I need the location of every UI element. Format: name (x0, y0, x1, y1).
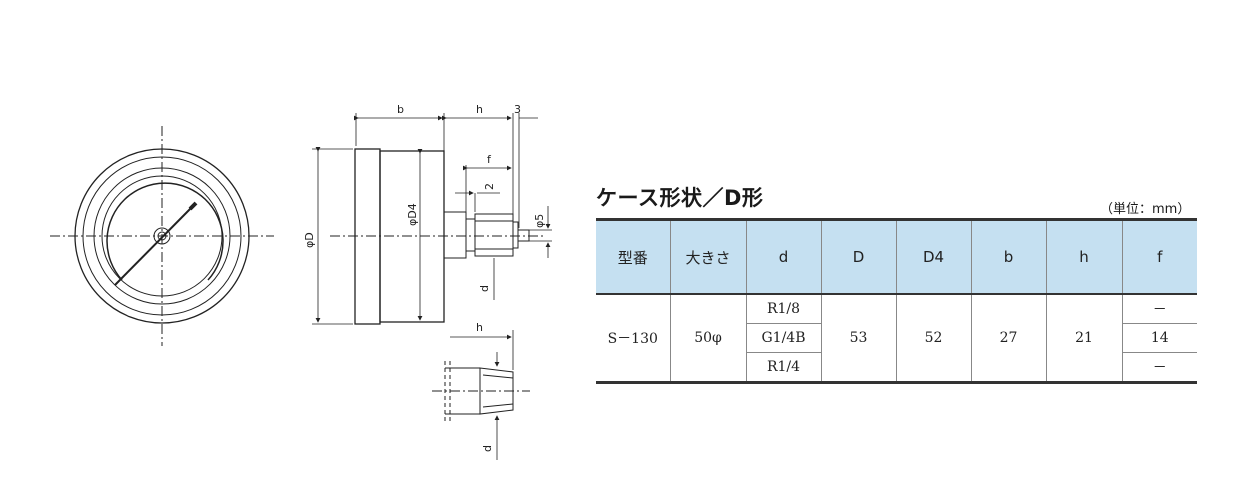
cell-d-2: G1/4B (745, 323, 821, 353)
cell-model: S－130 (596, 294, 670, 384)
label-d-lower: d (481, 445, 494, 452)
header-d: d (745, 218, 821, 295)
header-h: h (1045, 218, 1122, 295)
section-title: ケース形状／D形 (596, 186, 764, 210)
cell-f-3: － (1121, 352, 1197, 384)
label-f: f (487, 153, 492, 166)
cell-b: 27 (970, 294, 1046, 384)
label-2: 2 (483, 183, 496, 190)
cell-d-3: R1/4 (745, 352, 821, 384)
unit-label: （単位：mm） (1100, 202, 1191, 217)
table-row: S－130 50φ R1/8 53 52 27 21 － (596, 294, 1197, 384)
table-row: R1/4 － (596, 352, 1197, 384)
gauge-drawing: b h 3 f 2 φ5 φD φD4 d h d (50, 103, 552, 460)
cell-f-2: 14 (1121, 323, 1197, 353)
header-f: f (1121, 218, 1197, 295)
label-h-lower: h (476, 321, 483, 334)
cell-f-1: － (1121, 294, 1197, 324)
header-model: 型番 (596, 218, 670, 295)
cell-D: 53 (820, 294, 896, 384)
label-h: h (476, 103, 483, 116)
label-d: d (478, 285, 491, 292)
table-row: G1/4B 14 (596, 323, 1197, 353)
thread-detail (432, 330, 530, 460)
header-D: D (820, 218, 896, 295)
header-D4: D4 (895, 218, 971, 295)
label-phi5: φ5 (533, 214, 546, 228)
cell-h: 21 (1045, 294, 1122, 384)
side-view (312, 113, 552, 325)
front-view (50, 126, 274, 346)
label-phiD: φD (303, 232, 316, 248)
spec-table: 型番 大きさ d D D4 b h f S－130 50φ R1/8 53 52… (596, 218, 1197, 384)
label-b: b (397, 103, 404, 116)
label-3: 3 (514, 103, 521, 116)
label-phiD4: φD4 (406, 203, 419, 226)
cell-d-1: R1/8 (745, 294, 821, 324)
cell-size: 50φ (669, 294, 746, 384)
cell-D4: 52 (895, 294, 971, 384)
header-b: b (970, 218, 1046, 295)
header-size: 大きさ (669, 218, 746, 295)
table-header-row: 型番 大きさ d D D4 b h f (596, 218, 1197, 295)
